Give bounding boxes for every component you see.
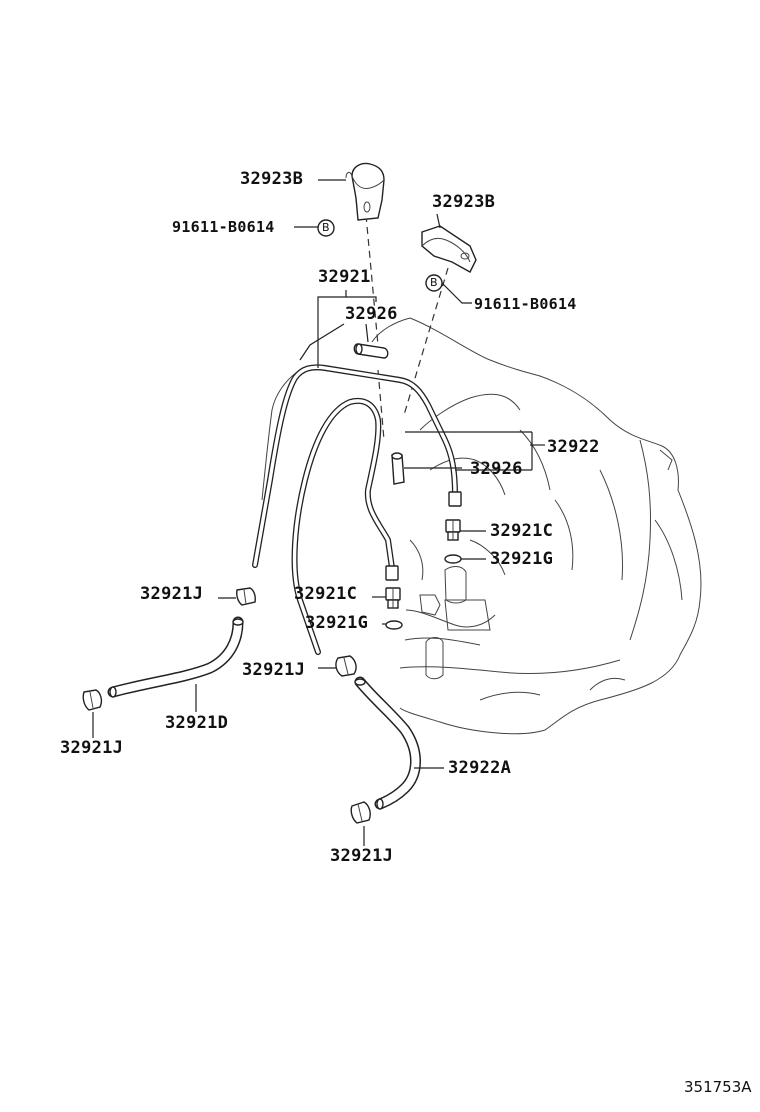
label-gasket-32921g-left: 32921G [305,613,369,633]
label-clip-32921j-mid: 32921J [242,660,306,680]
hose-32921d [107,616,244,698]
label-pipe-32922: 32922 [547,437,600,457]
label-clip-32921j-bottom-left: 32921J [60,738,124,758]
alignment-lines [365,214,449,441]
union-32921c-right [445,519,461,541]
hose-32922a [354,676,421,810]
gasket-32921g-left [385,620,403,630]
label-bracket-32923b-left: 32923B [240,169,304,189]
clip-32921j-left [236,587,256,606]
pipe-32922 [291,398,395,655]
gasket-32921g-right [444,554,462,564]
label-union-32921c-left: 32921C [294,584,358,604]
transmission-outline [261,317,702,735]
label-hose-32921d: 32921D [165,713,229,733]
pipe-32921 [252,364,458,568]
bolt-marker-letter-right: B [430,276,438,289]
label-sleeve-32926-right: 32926 [470,459,523,479]
clip-32921j-mid [335,655,357,677]
bracket-32923b-left [345,162,385,221]
sleeve-32926-top [353,343,389,359]
sleeve-32926-right [391,452,405,485]
label-bolt-91611-left: 91611-B0614 [172,218,275,236]
label-bracket-32923b-right: 32923B [432,192,496,212]
label-union-32921c-right: 32921C [490,521,554,541]
label-hose-32922a: 32922A [448,758,512,778]
label-pipe-32921: 32921 [318,267,371,287]
label-sleeve-32926-top: 32926 [345,304,398,324]
union-32921c-left [385,587,401,609]
label-clip-32921j-left: 32921J [140,584,204,604]
bolt-marker-left [317,219,335,237]
pipe-fittings [385,491,462,581]
label-clip-32921j-bottom: 32921J [330,846,394,866]
bracket-32923b-right [421,225,477,273]
figure-id: 351753A [684,1078,752,1096]
clip-32921j-bottom-left [82,689,103,711]
clip-32921j-bottom [350,801,371,824]
label-gasket-32921g-right: 32921G [490,549,554,569]
bolt-marker-letter-left: B [322,221,330,234]
label-bolt-91611-right: 91611-B0614 [474,295,577,313]
leader-lines [92,179,545,846]
